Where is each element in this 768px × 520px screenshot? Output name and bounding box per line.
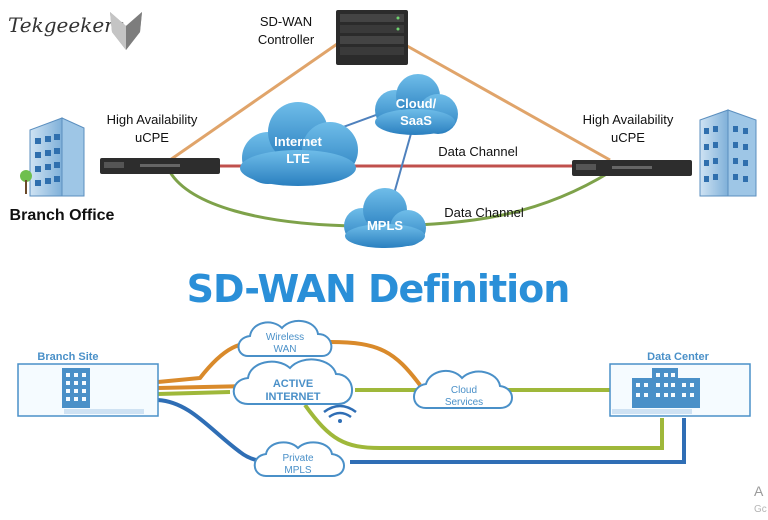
private-cloud-line1: Private: [282, 453, 314, 464]
sdwan-controller-icon: [336, 10, 408, 65]
data-center-building-icon: [699, 109, 757, 197]
data-channel-upper-label: Data Channel: [438, 144, 518, 159]
green-link-internet: [157, 390, 231, 396]
cloud-services-cloud: Cloud Services: [413, 369, 513, 409]
active-internet-cloud: ACTIVE INTERNET: [232, 358, 353, 405]
left-ha-label-line2: uCPE: [135, 130, 169, 145]
branch-office-building-icon: [20, 117, 85, 197]
left-ha-label-line1: High Availability: [107, 112, 198, 127]
data-center-building-icon-small: [632, 368, 700, 408]
brand-logo: Tekgeekers: [8, 12, 142, 50]
right-ucpe-device-icon: [572, 160, 692, 176]
controller-link-right: [399, 40, 611, 162]
wireless-wan-cloud: Wireless WAN: [237, 319, 333, 357]
page-title: SD-WAN Definition: [187, 267, 570, 311]
wireless-cloud-line1: Wireless: [266, 332, 304, 343]
services-cloud-line1: Cloud: [451, 385, 477, 396]
orange-link-wireless-cloud: [329, 340, 422, 387]
blue-link-branch-mpls: [157, 398, 273, 464]
branch-site-label: Branch Site: [37, 351, 98, 363]
dc-router-icon: [612, 409, 692, 414]
saas-cloud-line1: Cloud/: [396, 96, 437, 111]
internet-cloud-line1: Internet: [274, 134, 322, 149]
private-cloud-line2: MPLS: [284, 465, 312, 476]
active-cloud-line1: ACTIVE: [273, 378, 313, 390]
green-link-lower: [303, 403, 664, 450]
branch-site-box: Branch Site: [17, 351, 159, 417]
cloud-saas-cloud: Cloud/ SaaS: [375, 74, 458, 135]
right-ha-label-line2: uCPE: [611, 130, 645, 145]
branch-site-building-icon: [62, 368, 90, 408]
internet-cloud-line2: LTE: [286, 151, 310, 166]
watermark-line2: Gc: [754, 504, 767, 515]
wifi-icon: [323, 404, 357, 423]
active-cloud-line2: INTERNET: [266, 391, 321, 403]
private-mpls-cloud: Private MPLS: [253, 441, 345, 477]
controller-label-line2: Controller: [258, 32, 315, 47]
wireless-cloud-line2: WAN: [274, 344, 297, 355]
logo-text: Tekgeekers: [8, 13, 124, 37]
branch-router-icon: [64, 409, 144, 414]
fox-logo-icon: [110, 12, 142, 50]
data-center-label: Data Center: [647, 351, 709, 363]
branch-office-label: Branch Office: [10, 207, 115, 224]
saas-cloud-line2: SaaS: [400, 113, 432, 128]
internet-lte-cloud: Internet LTE: [240, 102, 358, 186]
services-cloud-line2: Services: [445, 397, 483, 408]
data-channel-lower-label: Data Channel: [444, 205, 524, 220]
right-ha-label-line1: High Availability: [583, 112, 674, 127]
blue-link-mpls-dc: [350, 418, 686, 464]
controller-link-left: [169, 40, 341, 162]
mpls-cloud-label: MPLS: [367, 218, 403, 233]
watermark-line1: A: [754, 483, 764, 499]
mpls-cloud: MPLS: [344, 188, 426, 248]
data-center-box: Data Center: [609, 351, 751, 417]
controller-label-line1: SD-WAN: [260, 14, 312, 29]
left-ucpe-device-icon: [100, 158, 220, 174]
